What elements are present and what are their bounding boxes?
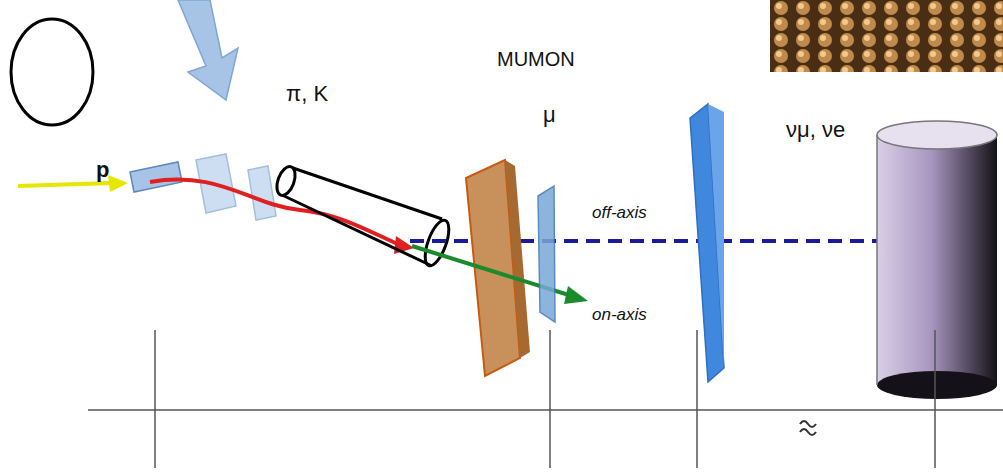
on-axis-arrowhead bbox=[564, 286, 588, 304]
monitor-label: MUMON bbox=[497, 48, 575, 70]
axis-label: on-axis bbox=[590, 306, 649, 325]
distance-axis bbox=[88, 330, 1003, 468]
decay-pipe bbox=[273, 164, 453, 268]
near-detector-side bbox=[708, 104, 724, 368]
axis-label: off-axis bbox=[590, 204, 649, 223]
detector-photo bbox=[770, 0, 1003, 72]
axis-break bbox=[800, 421, 816, 435]
particle-label: p bbox=[96, 158, 109, 182]
accelerator-ring bbox=[11, 19, 93, 125]
muon-monitor bbox=[538, 186, 555, 322]
particle-label: μ bbox=[543, 103, 556, 127]
near-detector bbox=[690, 104, 724, 382]
magnet-plate bbox=[248, 166, 276, 220]
proton-arrowhead bbox=[108, 175, 128, 192]
beam-dump-side bbox=[505, 160, 530, 358]
beam-arrow bbox=[178, 0, 238, 100]
particle-label: π, K bbox=[286, 82, 328, 106]
far-detector bbox=[877, 121, 997, 399]
target bbox=[130, 162, 182, 192]
pion-path bbox=[150, 180, 400, 245]
proton-beam bbox=[18, 183, 112, 186]
particle-label: νμ, νe bbox=[786, 118, 845, 142]
